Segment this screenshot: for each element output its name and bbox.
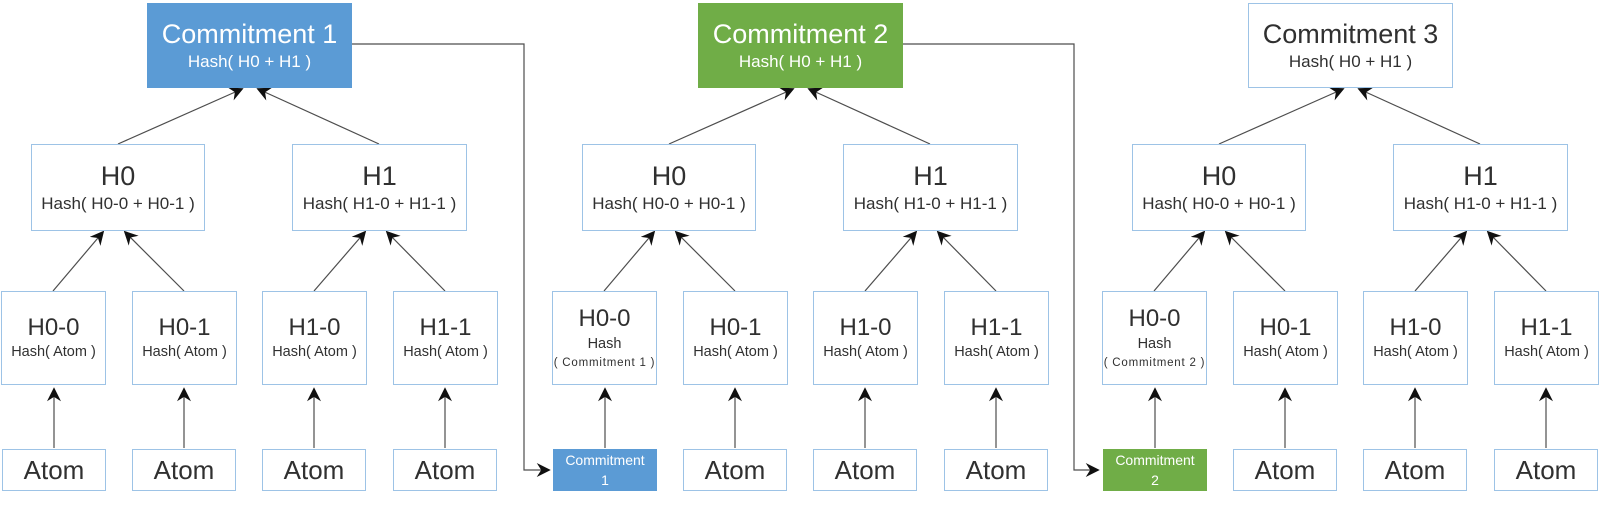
node-title: H0-1 <box>709 313 762 341</box>
tree3-h1-node: H1 Hash( H1-0 + H1-1 ) <box>1393 144 1568 231</box>
tree1-h1-0-node: H1-0 Hash( Atom ) <box>262 291 367 385</box>
tree1-h0-0-node: H0-0 Hash( Atom ) <box>1 291 106 385</box>
node-subtitle: Hash( H0-0 + H0-1 ) <box>592 193 746 213</box>
node-title: Commitment 2 <box>712 18 889 49</box>
node-subtitle: Hash( H0 + H1 ) <box>1288 51 1413 71</box>
tree2-h0-1-node: H0-1 Hash( Atom ) <box>683 291 788 385</box>
node-subtitle: Hash( H0-0 + H0-1 ) <box>41 193 195 213</box>
node-subtitle2: ( Commitment 2 ) <box>1103 356 1206 369</box>
tree1-h0-1-node: H0-1 Hash( Atom ) <box>132 291 237 385</box>
atom-label: Atom <box>153 454 215 485</box>
node-subtitle: Hash( H0-0 + H0-1 ) <box>1142 193 1296 213</box>
node-title: H0 <box>100 160 136 191</box>
node-title: H1-1 <box>419 313 472 341</box>
tree2-commitment-1-input-node: Commitment 1 <box>553 449 657 491</box>
node-title: Commitment 1 <box>161 18 338 49</box>
node-title: H0 <box>651 160 687 191</box>
tree2-h1-0-node: H1-0 Hash( Atom ) <box>813 291 918 385</box>
atom-label: Atom <box>1515 454 1577 485</box>
atom-label: Atom <box>834 454 896 485</box>
tree3-atom-4-node: Atom <box>1494 449 1598 491</box>
node-title: H1-1 <box>1520 313 1573 341</box>
node-subtitle: Hash( H0 + H1 ) <box>187 51 312 71</box>
node-title: Commitment 3 <box>1262 18 1439 49</box>
node-title: H0-0 <box>578 305 631 333</box>
tree1-h1-node: H1 Hash( H1-0 + H1-1 ) <box>292 144 467 231</box>
merkle-tree-3: Commitment 3 Hash( H0 + H1 ) H0 Hash( H0… <box>1101 0 1600 505</box>
tree1-atom-3-node: Atom <box>262 449 366 491</box>
input-label-line2: 1 <box>601 472 609 488</box>
tree2-h0-node: H0 Hash( H0-0 + H0-1 ) <box>582 144 756 231</box>
tree1-h0-node: H0 Hash( H0-0 + H0-1 ) <box>31 144 205 231</box>
node-title: H1 <box>913 160 948 191</box>
node-title: H0-0 <box>1128 305 1181 333</box>
input-label-line2: 2 <box>1151 472 1159 488</box>
tree1-atom-4-node: Atom <box>393 449 497 491</box>
tree1-h1-1-node: H1-1 Hash( Atom ) <box>393 291 498 385</box>
node-title: H0-0 <box>27 313 80 341</box>
node-title: H0-1 <box>1259 313 1312 341</box>
node-subtitle: Hash( Atom ) <box>1243 344 1328 361</box>
node-subtitle: Hash( Atom ) <box>954 344 1039 361</box>
commitment-3-root-node: Commitment 3 Hash( H0 + H1 ) <box>1248 3 1453 88</box>
merkle-tree-2: Commitment 2 Hash( H0 + H1 ) H0 Hash( H0… <box>551 0 1051 505</box>
tree3-atom-3-node: Atom <box>1363 449 1467 491</box>
node-subtitle: Hash( H1-0 + H1-1 ) <box>853 193 1008 213</box>
tree2-atom-4-node: Atom <box>944 449 1048 491</box>
node-subtitle: Hash( Atom ) <box>403 344 488 361</box>
tree1-atom-1-node: Atom <box>2 449 106 491</box>
tree3-h1-0-node: H1-0 Hash( Atom ) <box>1363 291 1468 385</box>
node-title: H1-0 <box>288 313 341 341</box>
tree3-h1-1-node: H1-1 Hash( Atom ) <box>1494 291 1599 385</box>
node-subtitle: Hash( Atom ) <box>823 344 908 361</box>
node-subtitle: Hash <box>1137 335 1172 352</box>
tree2-atom-2-node: Atom <box>683 449 787 491</box>
node-title: H1-1 <box>970 313 1023 341</box>
node-subtitle: Hash( Atom ) <box>142 344 227 361</box>
node-subtitle: Hash( Atom ) <box>1504 344 1589 361</box>
node-subtitle: Hash( Atom ) <box>11 344 96 361</box>
atom-label: Atom <box>1254 454 1316 485</box>
node-subtitle: Hash <box>587 335 622 352</box>
node-title: H1-0 <box>1389 313 1442 341</box>
tree3-h0-1-node: H0-1 Hash( Atom ) <box>1233 291 1338 385</box>
input-label: Commitment <box>565 451 645 468</box>
node-subtitle: Hash( Atom ) <box>693 344 778 361</box>
atom-label: Atom <box>283 454 345 485</box>
tree2-atom-3-node: Atom <box>813 449 917 491</box>
tree3-h0-node: H0 Hash( H0-0 + H0-1 ) <box>1132 144 1306 231</box>
atom-label: Atom <box>414 454 476 485</box>
tree2-h1-node: H1 Hash( H1-0 + H1-1 ) <box>843 144 1018 231</box>
commitment-1-root-node: Commitment 1 Hash( H0 + H1 ) <box>147 3 352 88</box>
commitment-2-root-node: Commitment 2 Hash( H0 + H1 ) <box>698 3 903 88</box>
tree3-h0-0-node: H0-0 Hash ( Commitment 2 ) <box>1102 291 1207 385</box>
input-label: Commitment <box>1115 451 1195 468</box>
atom-label: Atom <box>23 454 85 485</box>
node-subtitle2: ( Commitment 1 ) <box>553 356 656 369</box>
node-title: H0-1 <box>158 313 211 341</box>
tree3-atom-2-node: Atom <box>1233 449 1337 491</box>
node-title: H1 <box>362 160 397 191</box>
tree1-atom-2-node: Atom <box>132 449 236 491</box>
tree2-h0-0-node: H0-0 Hash ( Commitment 1 ) <box>552 291 657 385</box>
node-subtitle: Hash( H1-0 + H1-1 ) <box>1403 193 1558 213</box>
node-subtitle: Hash( Atom ) <box>272 344 357 361</box>
node-subtitle: Hash( H1-0 + H1-1 ) <box>302 193 457 213</box>
tree3-commitment-2-input-node: Commitment 2 <box>1103 449 1207 491</box>
atom-label: Atom <box>704 454 766 485</box>
node-title: H0 <box>1201 160 1237 191</box>
atom-label: Atom <box>1384 454 1446 485</box>
tree2-h1-1-node: H1-1 Hash( Atom ) <box>944 291 1049 385</box>
node-title: H1-0 <box>839 313 892 341</box>
node-title: H1 <box>1463 160 1498 191</box>
node-subtitle: Hash( H0 + H1 ) <box>738 51 863 71</box>
node-subtitle: Hash( Atom ) <box>1373 344 1458 361</box>
atom-label: Atom <box>965 454 1027 485</box>
merkle-tree-1: Commitment 1 Hash( H0 + H1 ) H0 Hash( H0… <box>0 0 500 505</box>
